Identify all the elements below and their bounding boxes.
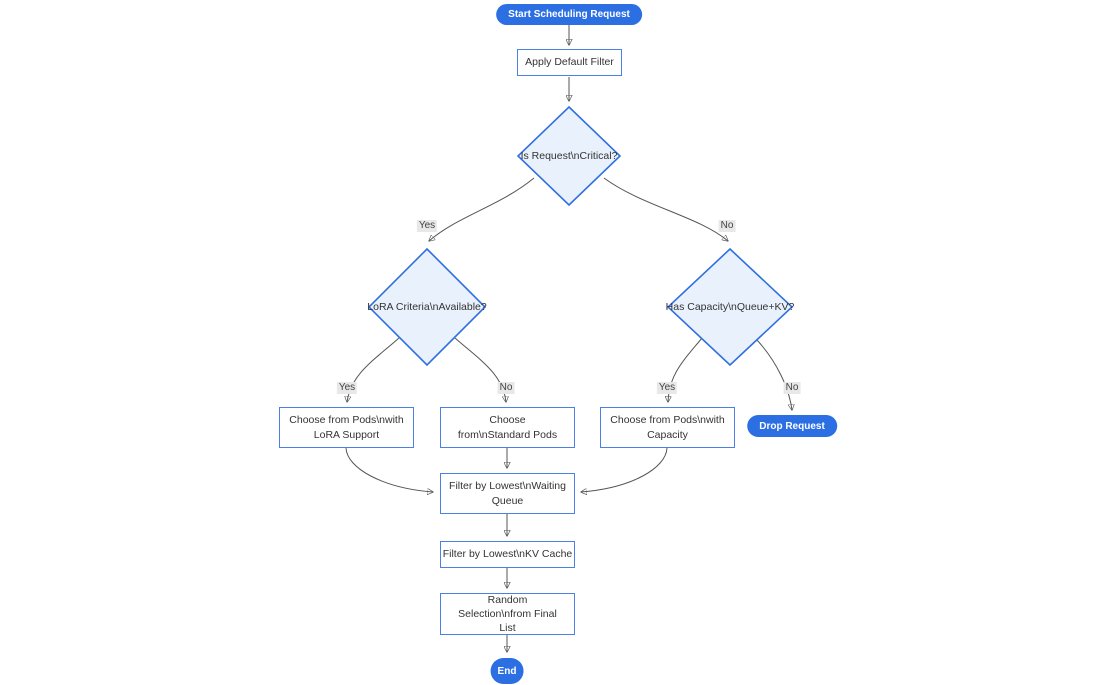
node-filter-waiting-queue: Filter by Lowest\nWaiting Queue [440,473,575,514]
node-apply-default-filter-label: Apply Default Filter [525,56,614,69]
diamond-shape [667,248,793,366]
node-apply-default-filter: Apply Default Filter [517,49,622,76]
node-choose-standard-pods-label: Choose from\nStandard Pods [457,414,558,441]
node-filter-kv-cache-label: Filter by Lowest\nKV Cache [442,548,573,561]
edge-lora-to-queuefilter [345,447,433,492]
node-choose-standard-pods: Choose from\nStandard Pods [440,407,575,448]
edge-capacity-to-queuefilter [581,447,668,492]
decision-has-capacity: Has Capacity\nQueue+KV? [665,248,795,366]
node-start-label: Start Scheduling Request [508,9,630,20]
edge-capacity-no [756,339,792,410]
node-filter-waiting-queue-label: Filter by Lowest\nWaiting Queue [449,480,566,507]
edge-label-capacity-no: No [783,382,801,394]
diamond-shape [368,248,486,366]
decision-lora-criteria-available-label: LoRA Criteria\nAvailable? [367,301,487,313]
edge-critical-no [603,177,728,241]
node-choose-lora-pods: Choose from Pods\nwith LoRA Support [279,407,414,448]
decision-is-request-critical-label: Is Request\nCritical? [520,150,618,162]
node-drop-request-label: Drop Request [759,420,825,432]
diamond-shape [517,106,621,206]
edge-label-capacity-yes: Yes [656,382,678,394]
node-drop-request: Drop Request [747,415,837,437]
decision-is-request-critical: Is Request\nCritical? [517,106,621,206]
decision-lora-criteria-available: LoRA Criteria\nAvailable? [367,248,487,366]
edge-label-lora-no: No [497,382,515,394]
node-random-selection: Random Selection\nfrom Final List [440,593,575,635]
node-filter-kv-cache: Filter by Lowest\nKV Cache [440,541,575,568]
edge-label-lora-yes: Yes [336,382,358,394]
node-choose-lora-pods-label: Choose from Pods\nwith LoRA Support [289,414,404,441]
edge-label-critical-yes: Yes [416,220,438,232]
edge-critical-yes [429,177,535,241]
node-start: Start Scheduling Request [496,4,642,25]
node-end-label: End [497,665,517,677]
edge-label-critical-no: No [718,220,736,232]
edge-capacity-yes [668,337,703,402]
node-choose-capacity-pods-label: Choose from Pods\nwith Capacity [610,414,725,441]
node-end: End [490,658,524,684]
node-choose-capacity-pods: Choose from Pods\nwith Capacity [600,407,735,448]
node-random-selection-label: Random Selection\nfrom Final List [458,593,557,635]
decision-has-capacity-label: Has Capacity\nQueue+KV? [665,301,795,313]
